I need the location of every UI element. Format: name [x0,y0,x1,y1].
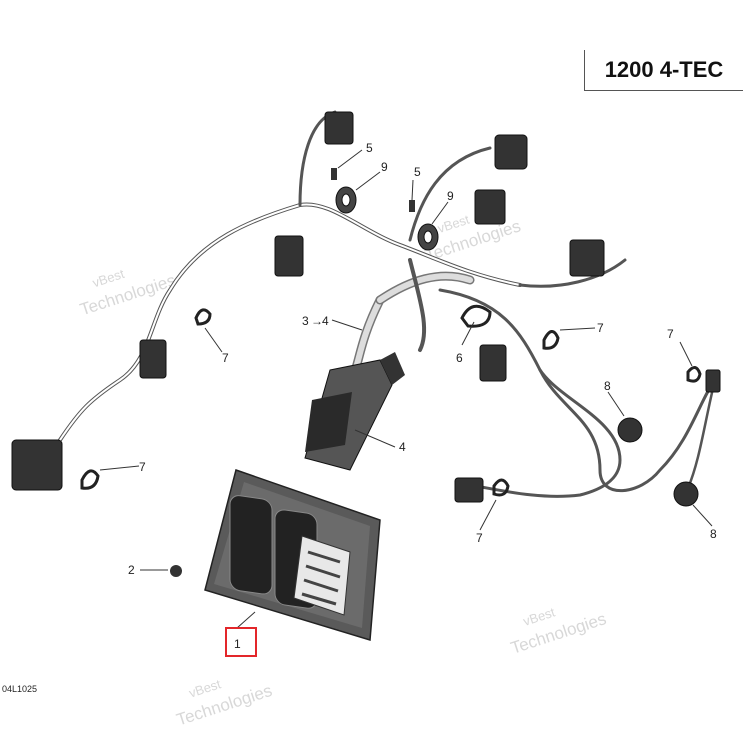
screw-2 [170,565,182,577]
connector-top-right [494,134,528,170]
callout-7: 7 [597,321,604,335]
callout-2: 2 [128,563,135,577]
connectors [11,111,721,507]
ecm-label-lines [301,550,341,606]
callout-4: 4 [322,314,329,328]
ecm-module-1 [170,469,381,641]
grommet-8a [617,417,643,443]
callout-1: 1 [234,637,241,651]
harness-cables [58,110,717,498]
connector-mid-right [474,189,506,225]
screws-5 [331,168,415,212]
connector-right [569,239,605,277]
callout-7: 7 [476,531,483,545]
callout-4: 4 [399,440,406,454]
highlight-box-1 [225,627,257,657]
connector-left [139,339,167,379]
callout-7: 7 [139,460,146,474]
callout-9: 9 [381,160,388,174]
callout-5: 5 [414,165,421,179]
model-title: 1200 4-TEC [584,50,743,91]
callout-9: 9 [447,189,454,203]
callout-7: 7 [667,327,674,341]
callout-3: 3 [302,314,309,328]
diagram-code: 04L1025 [2,684,38,694]
callout-3-arrow: → [311,314,323,328]
grommet-8b [673,481,699,507]
cable-clips-7 [80,304,702,497]
callout-8: 8 [604,379,611,393]
connector-sensor [479,344,507,382]
connector-far-left [11,439,63,491]
grommets-9 [335,186,439,251]
callout-8: 8 [710,527,717,541]
callout-7: 7 [222,351,229,365]
connector-top-left [324,111,354,145]
harness-module-4 [304,352,405,471]
callout-5: 5 [366,141,373,155]
callout-labels: 1 2 3 → 4 4 5 5 6 7 7 7 7 7 8 8 9 9 [128,141,717,651]
leader-lines [99,149,713,629]
connector-lower-right [454,477,484,503]
callout-6: 6 [456,351,463,365]
connector-center-left [274,235,304,277]
connector-fuse [705,369,721,393]
